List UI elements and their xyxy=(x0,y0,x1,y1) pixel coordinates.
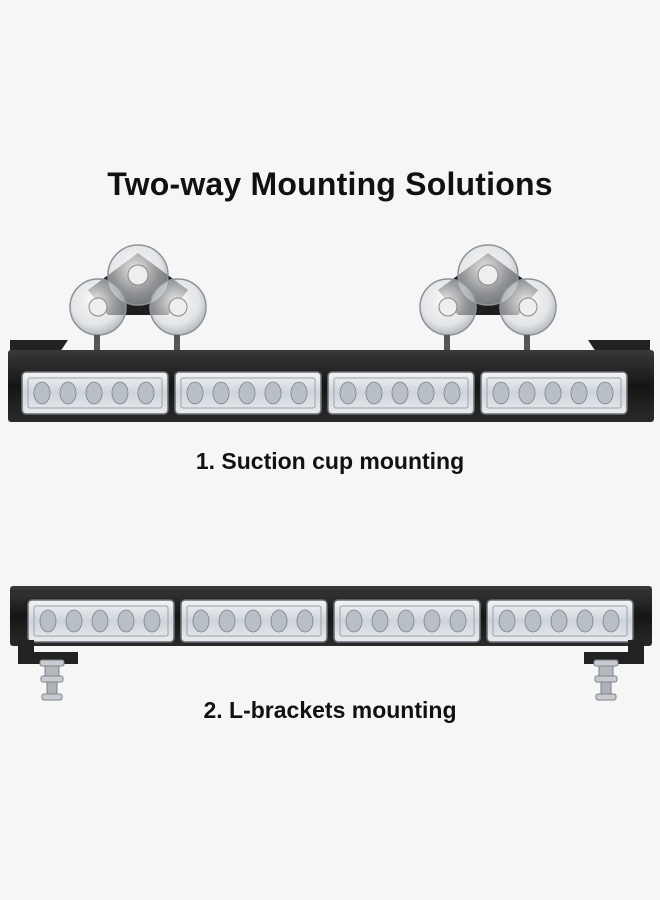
mount-tab-right xyxy=(588,340,650,352)
caption-suction-cup: 1. Suction cup mounting xyxy=(195,448,465,474)
bolt-left xyxy=(39,659,65,701)
suction-cup-light-bar-image xyxy=(8,244,654,422)
mount-tab-left xyxy=(10,340,68,352)
led-module xyxy=(486,599,634,643)
bolt-right xyxy=(593,659,619,701)
l-bracket-left xyxy=(18,640,78,664)
page-title: Two-way Mounting Solutions xyxy=(107,166,553,202)
led-module xyxy=(333,599,481,643)
led-module xyxy=(180,599,328,643)
l-bracket-light-bar-image xyxy=(10,586,652,701)
led-module xyxy=(27,599,175,643)
l-bracket-right xyxy=(584,640,644,664)
caption-l-brackets: 2. L-brackets mounting xyxy=(203,697,457,723)
